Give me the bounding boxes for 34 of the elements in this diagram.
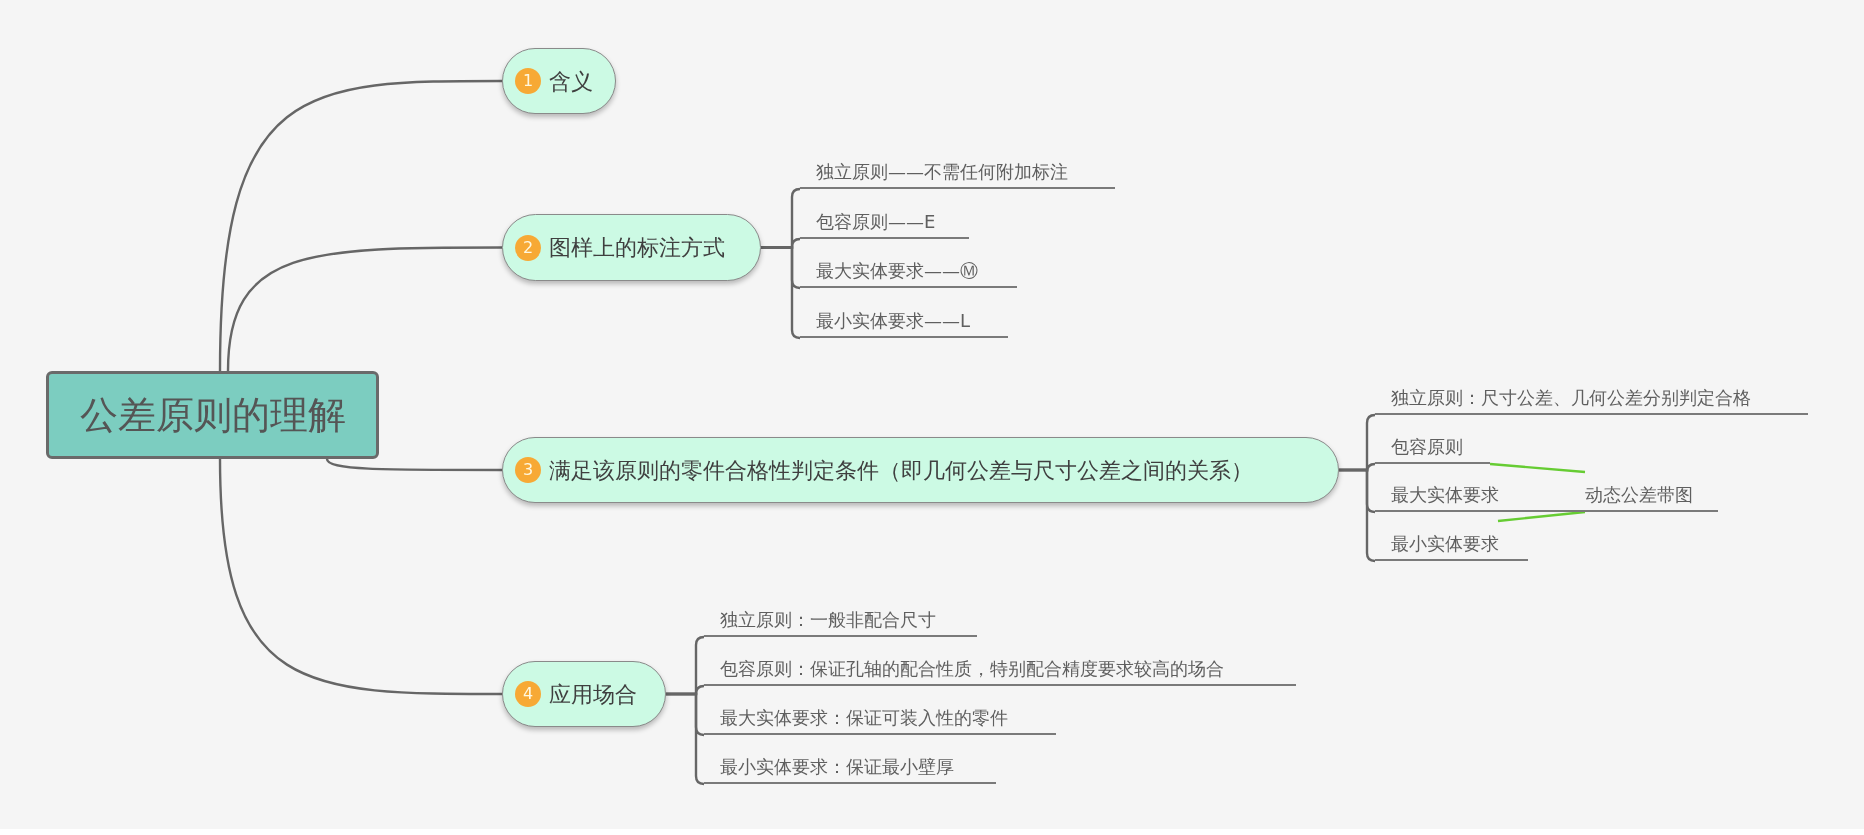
central-topic: 公差原则的理解 bbox=[46, 371, 379, 459]
subtopic-text: 包容原则——E bbox=[800, 199, 969, 239]
subtopic-text: 最小实体要求：保证最小壁厚 bbox=[704, 744, 996, 784]
subtopic-text: 独立原则：尺寸公差、几何公差分别判定合格 bbox=[1375, 375, 1808, 415]
number-badge: 4 bbox=[515, 681, 541, 707]
subtopic-text: 最大实体要求：保证可装入性的零件 bbox=[704, 695, 1056, 735]
number-badge: 3 bbox=[515, 457, 541, 483]
connector-line bbox=[1339, 468, 1376, 563]
subtopic-text: 独立原则：一般非配合尺寸 bbox=[704, 597, 977, 637]
subtopic-text: 最大实体要求——Ⓜ bbox=[800, 248, 1017, 288]
connector-line bbox=[218, 79, 502, 372]
relationship-line bbox=[1497, 510, 1586, 523]
connector-line bbox=[218, 458, 502, 696]
connector-line bbox=[761, 246, 801, 340]
topic-pill bbox=[502, 661, 666, 727]
number-badge: 1 bbox=[515, 68, 541, 94]
subtopic-text: 动态公差带图 bbox=[1518, 472, 1718, 512]
topic-label: 应用场合 bbox=[549, 680, 637, 709]
topic-label: 图样上的标注方式 bbox=[549, 234, 725, 262]
topic-label: 含义 bbox=[549, 67, 593, 96]
subtopic-text: 独立原则——不需任何附加标注 bbox=[800, 149, 1115, 189]
subtopic-text: 最小实体要求——L bbox=[800, 298, 1008, 338]
topic-label: 满足该原则的零件合格性判定条件（即几何公差与尺寸公差之间的关系） bbox=[549, 456, 1253, 485]
subtopic-text: 包容原则 bbox=[1375, 424, 1490, 464]
subtopic-text: 包容原则：保证孔轴的配合性质，特别配合精度要求较高的场合 bbox=[704, 646, 1296, 686]
connector-line bbox=[325, 458, 502, 472]
subtopic-text: 最小实体要求 bbox=[1375, 521, 1528, 561]
connector-line bbox=[226, 246, 502, 372]
connector-line bbox=[666, 692, 705, 786]
topic-pill bbox=[502, 214, 761, 281]
topic-pill bbox=[502, 437, 1339, 503]
number-badge: 2 bbox=[515, 234, 541, 261]
relationship-line bbox=[1489, 462, 1586, 474]
subtopic-text: 最大实体要求 bbox=[1375, 472, 1518, 512]
